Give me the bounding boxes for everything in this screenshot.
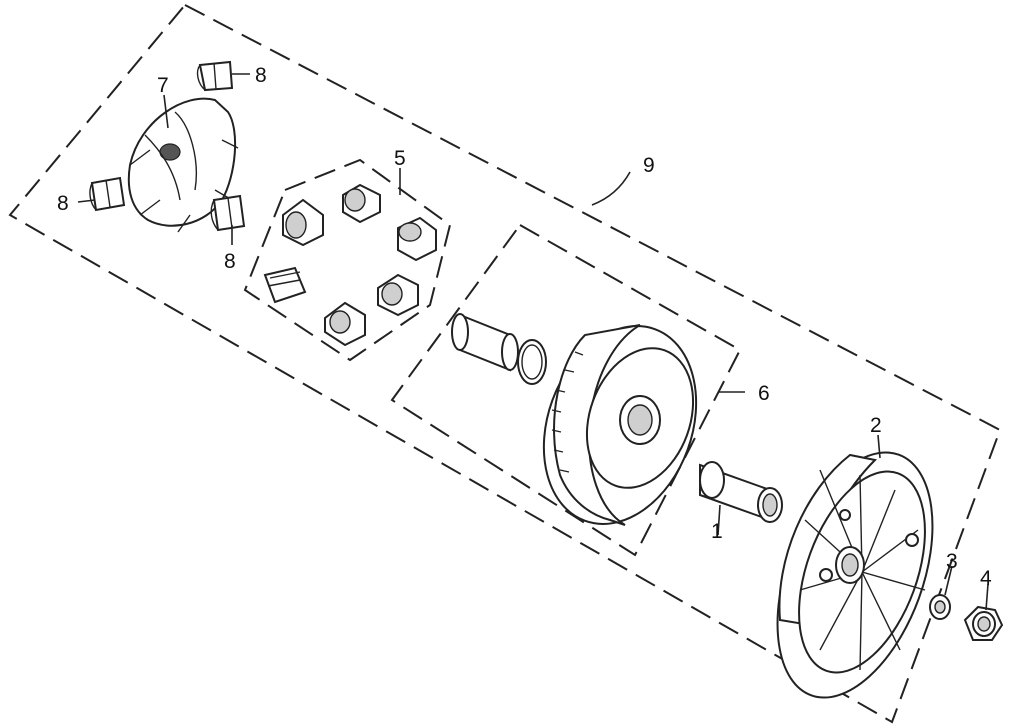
- slider-part-8-left: [89, 176, 126, 212]
- o-ring-in-group-6: [517, 339, 547, 385]
- callout-8-top: 8: [255, 64, 267, 87]
- callout-7: 7: [157, 74, 169, 97]
- leader-8-left: [77, 199, 96, 203]
- roller-5: [324, 301, 366, 347]
- roller-6: [377, 273, 419, 317]
- movable-drive-face: [542, 324, 698, 526]
- roller-1: [282, 198, 324, 247]
- leader-4: [985, 583, 989, 611]
- nut-part-4: [963, 605, 1004, 641]
- assembly-9-boundary: [8, 3, 1002, 724]
- roller-4: [263, 266, 307, 304]
- leader-7: [163, 94, 169, 129]
- callout-6: 6: [758, 382, 770, 405]
- callout-8-bottom: 8: [224, 250, 236, 273]
- collar-part-1: [699, 461, 783, 523]
- callout-5: 5: [394, 147, 406, 170]
- group-6-boundary: [390, 223, 742, 557]
- roller-2: [342, 183, 381, 224]
- sleeve-in-group-6: [451, 313, 519, 372]
- group-5-boundary: [243, 158, 452, 362]
- callout-9: 9: [643, 154, 655, 177]
- leader-3: [944, 565, 953, 596]
- fixed-drive-face-part-2: [776, 451, 934, 699]
- callout-2: 2: [870, 414, 882, 437]
- roller-weights-part-5: [263, 183, 437, 347]
- callout-3: 3: [946, 550, 958, 573]
- leader-2: [877, 434, 881, 459]
- callout-8-left: 8: [57, 192, 69, 215]
- slider-part-8-top: [196, 60, 234, 92]
- slider-part-8-bottom: [210, 194, 246, 232]
- ramp-plate-part-7: [127, 97, 239, 233]
- leader-1: [717, 504, 721, 536]
- leader-9: [591, 171, 631, 206]
- washer-part-3: [929, 594, 951, 620]
- callout-1: 1: [711, 520, 723, 543]
- callout-4: 4: [980, 567, 992, 590]
- roller-3: [397, 216, 437, 262]
